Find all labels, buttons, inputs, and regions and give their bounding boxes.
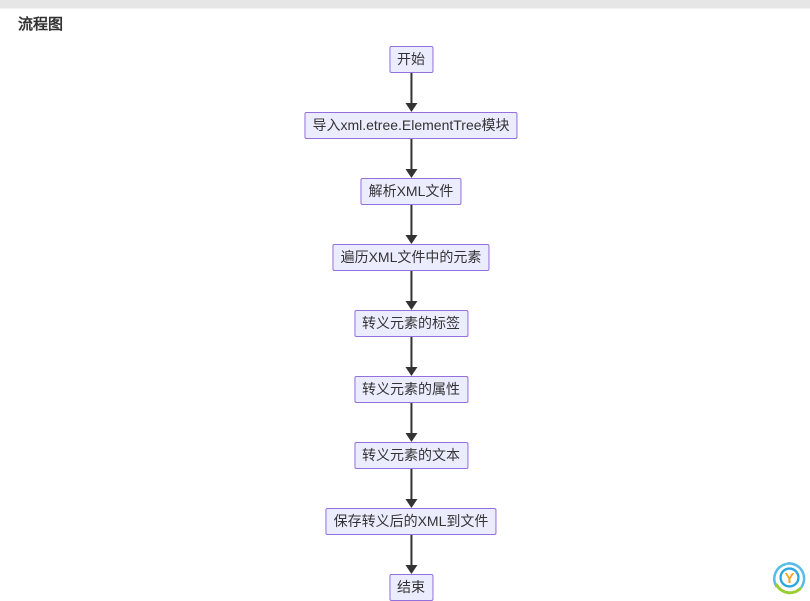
flow-node: 开始 (389, 46, 433, 73)
arrow-head (405, 367, 417, 376)
flow-arrow-down-icon (405, 403, 417, 442)
brand-logo-y[interactable]: Y (772, 561, 807, 596)
arrow-head (405, 433, 417, 442)
page-title: 流程图 (18, 13, 63, 34)
flow-node: 转义元素的标签 (354, 310, 468, 337)
flow-arrow-down-icon (405, 337, 417, 376)
arrow-line (410, 535, 412, 565)
flow-arrow-down-icon (405, 469, 417, 508)
svg-text:Y: Y (785, 571, 795, 587)
arrow-line (410, 271, 412, 301)
arrow-head (405, 103, 417, 112)
arrow-line (410, 205, 412, 235)
arrow-line (410, 337, 412, 367)
flow-arrow-down-icon (405, 139, 417, 178)
flow-arrow-down-icon (405, 271, 417, 310)
top-scroll-strip (0, 0, 810, 9)
flow-arrow-down-icon (405, 73, 417, 112)
arrow-line (410, 403, 412, 433)
arrow-line (410, 139, 412, 169)
arrow-line (410, 469, 412, 499)
flow-arrow-down-icon (405, 205, 417, 244)
flow-arrow-down-icon (405, 535, 417, 574)
flow-node: 解析XML文件 (361, 178, 462, 205)
arrow-line (410, 73, 412, 103)
arrow-head (405, 565, 417, 574)
arrow-head (405, 499, 417, 508)
arrow-head (405, 169, 417, 178)
flow-node: 导入xml.etree.ElementTree模块 (304, 112, 517, 139)
flowchart: 开始导入xml.etree.ElementTree模块解析XML文件遍历XML文… (304, 46, 517, 601)
flow-node: 遍历XML文件中的元素 (333, 244, 490, 271)
arrow-head (405, 301, 417, 310)
flow-node: 保存转义后的XML到文件 (326, 508, 497, 535)
flow-node: 转义元素的属性 (354, 376, 468, 403)
flow-node: 转义元素的文本 (354, 442, 468, 469)
arrow-head (405, 235, 417, 244)
y-logo-icon: Y (772, 561, 807, 596)
